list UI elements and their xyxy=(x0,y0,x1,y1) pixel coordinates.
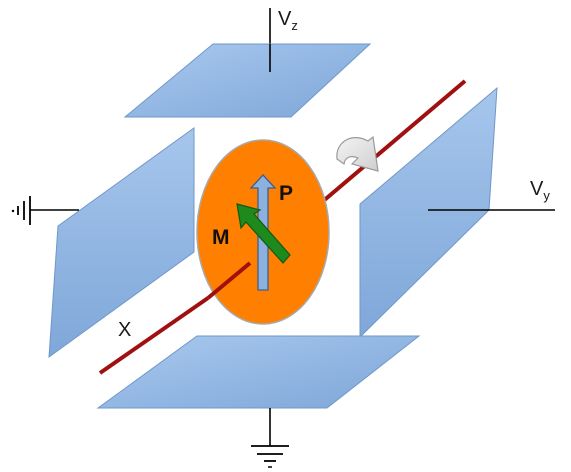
left-electrode-plate xyxy=(48,127,195,359)
magnetization-arrow-icon xyxy=(236,203,291,264)
x-axis-line-front xyxy=(98,296,210,375)
bottom-ground-symbol-icon xyxy=(251,408,289,468)
x-axis-line-inner xyxy=(206,261,252,300)
right-electrode-plate xyxy=(359,86,498,339)
top-electrode-plate xyxy=(123,43,372,118)
vy-subscript: y xyxy=(543,188,550,203)
vz-subscript: z xyxy=(291,18,298,33)
curved-rotation-arrow-icon xyxy=(336,135,379,172)
left-ground-symbol-icon xyxy=(11,196,79,225)
vy-label: Vy xyxy=(530,178,550,203)
x-axis-label: X xyxy=(118,319,131,341)
magnetization-label: M xyxy=(212,226,230,249)
vz-label: Vz xyxy=(278,8,298,33)
polarization-label: P xyxy=(279,182,293,205)
bottom-electrode-plate xyxy=(96,335,421,409)
